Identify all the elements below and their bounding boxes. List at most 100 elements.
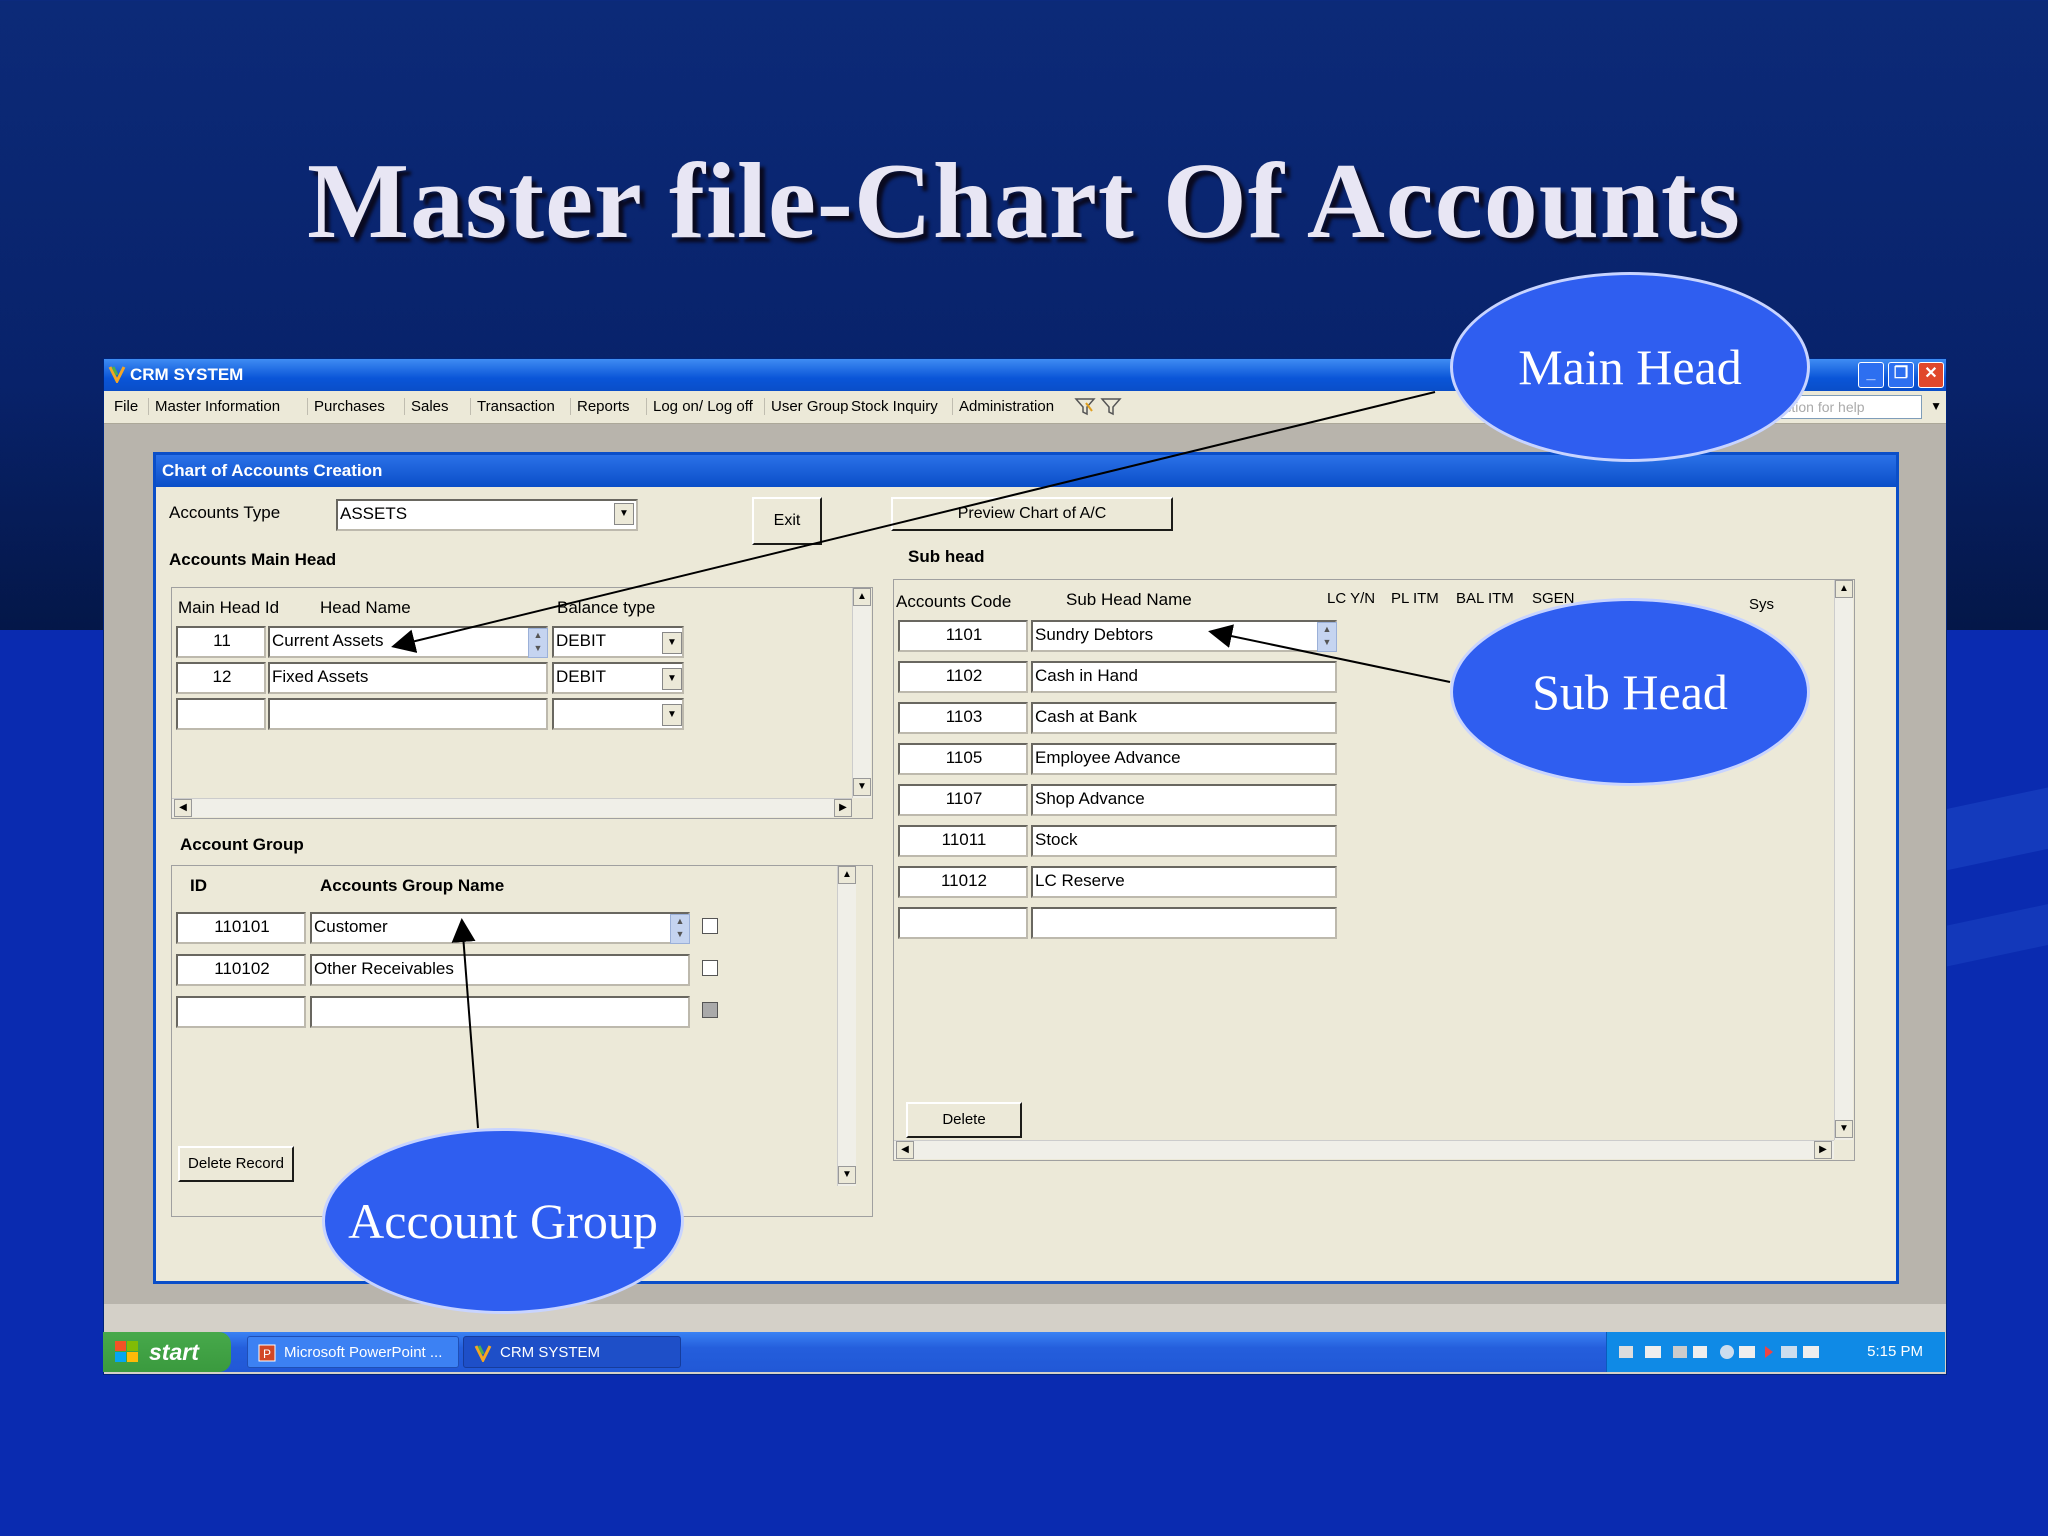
scroll-down-icon[interactable]: ▼ — [1835, 1120, 1853, 1138]
start-label: start — [149, 1339, 199, 1365]
sub-head-hscrollbar[interactable]: ◀ ▶ — [894, 1140, 1834, 1159]
account-group-vscrollbar[interactable]: ▲ ▼ — [837, 866, 856, 1186]
menu-administration[interactable]: Administration — [952, 398, 1060, 415]
scroll-left-icon[interactable]: ◀ — [896, 1141, 914, 1159]
tray-icons[interactable] — [1619, 1343, 1839, 1361]
col-sub-head-name: Sub Head Name — [1066, 590, 1192, 609]
menu-master-information[interactable]: Master Information — [148, 398, 286, 415]
sub-head-name-field[interactable]: LC Reserve — [1031, 866, 1337, 898]
svg-text:P: P — [263, 1347, 271, 1361]
sub-head-arrow — [1208, 624, 1451, 683]
accounts-type-select[interactable]: ASSETS — [336, 499, 638, 531]
taskbar-item-label: Microsoft PowerPoint ... — [284, 1344, 443, 1361]
accounts-code-field[interactable]: 1107 — [898, 784, 1028, 816]
accounts-code-field[interactable] — [898, 907, 1028, 939]
system-tray: 5:15 PM — [1606, 1332, 1945, 1372]
scroll-up-icon[interactable]: ▲ — [838, 866, 856, 884]
main-head-id-field[interactable]: 11 — [176, 626, 266, 658]
main-head-id-field[interactable] — [176, 698, 266, 730]
spinner[interactable]: ▲▼ — [670, 914, 690, 944]
restore-button[interactable]: ❐ — [1888, 362, 1914, 388]
delete-record-button[interactable]: Delete Record — [178, 1146, 294, 1182]
minimize-button[interactable]: _ — [1858, 362, 1884, 388]
chevron-down-icon[interactable]: ▼ — [614, 503, 634, 525]
main-head-arrow — [391, 391, 1436, 653]
app-icon — [474, 1345, 492, 1362]
scroll-left-icon[interactable]: ◀ — [174, 799, 192, 817]
accounts-code-field[interactable]: 1102 — [898, 661, 1028, 693]
chevron-down-icon[interactable]: ▼ — [662, 704, 682, 726]
taskbar-item-powerpoint[interactable]: P Microsoft PowerPoint ... — [247, 1336, 459, 1368]
col-main-head-id: Main Head Id — [178, 598, 280, 617]
account-group-grid: ID Accounts Group Name 110101 Customer ▲… — [171, 865, 873, 1217]
main-head-vscrollbar[interactable]: ▲ ▼ — [852, 588, 871, 798]
scroll-down-icon[interactable]: ▼ — [838, 1166, 856, 1184]
group-checkbox[interactable] — [702, 918, 718, 934]
main-head-id-field[interactable]: 12 — [176, 662, 266, 694]
scroll-right-icon[interactable]: ▶ — [1814, 1141, 1832, 1159]
callout-account-group: Account Group — [322, 1128, 684, 1314]
menu-user-group[interactable]: User Group — [764, 398, 855, 415]
spinner[interactable]: ▲▼ — [1317, 622, 1337, 652]
col-pl-itm: PL ITM — [1391, 590, 1439, 607]
group-name-field[interactable] — [310, 996, 690, 1028]
filter-icon[interactable] — [1074, 397, 1124, 417]
accounts-code-field[interactable]: 1101 — [898, 620, 1028, 652]
delete-button[interactable]: Delete — [906, 1102, 1022, 1138]
sub-head-name-field[interactable]: Cash at Bank — [1031, 702, 1337, 734]
chart-of-accounts-form: Chart of Accounts Creation Accounts Type… — [153, 452, 1899, 1284]
menu-reports[interactable]: Reports — [570, 398, 636, 415]
taskbar-item-label: CRM SYSTEM — [500, 1344, 601, 1361]
scroll-down-icon[interactable]: ▼ — [853, 778, 871, 796]
close-button[interactable]: ✕ — [1918, 362, 1944, 388]
sub-head-name-field[interactable]: Cash in Hand — [1031, 661, 1337, 693]
accounts-code-field[interactable]: 11012 — [898, 866, 1028, 898]
menu-stock-inquiry[interactable]: Stock Inquiry — [851, 398, 938, 415]
account-group-section-title: Account Group — [180, 835, 304, 854]
menu-sales[interactable]: Sales — [404, 398, 455, 415]
start-button[interactable]: start — [103, 1332, 231, 1372]
menu-purchases[interactable]: Purchases — [307, 398, 391, 415]
group-checkbox[interactable] — [702, 960, 718, 976]
accounts-code-field[interactable]: 1103 — [898, 702, 1028, 734]
menu-transaction[interactable]: Transaction — [470, 398, 561, 415]
col-group-name: Accounts Group Name — [320, 876, 505, 895]
spinner[interactable]: ▲▼ — [528, 628, 548, 658]
exit-button[interactable]: Exit — [752, 497, 822, 545]
taskbar: start P Microsoft PowerPoint ... CRM SYS… — [103, 1332, 1945, 1372]
col-head-name: Head Name — [320, 598, 411, 617]
windows-logo-icon — [115, 1341, 138, 1362]
sub-head-section-title: Sub head — [908, 547, 985, 566]
chevron-down-icon[interactable]: ▼ — [662, 668, 682, 690]
sub-head-name-field[interactable]: Stock — [1031, 825, 1337, 857]
sub-head-name-field[interactable] — [1031, 907, 1337, 939]
sub-head-name-field[interactable]: Shop Advance — [1031, 784, 1337, 816]
chevron-down-icon[interactable]: ▼ — [1930, 399, 1942, 413]
accounts-code-field[interactable]: 1105 — [898, 743, 1028, 775]
group-checkbox[interactable] — [702, 1002, 718, 1018]
head-name-field[interactable] — [268, 698, 548, 730]
group-id-field[interactable]: 110101 — [176, 912, 306, 944]
sub-head-name-field[interactable]: Employee Advance — [1031, 743, 1337, 775]
sub-head-vscrollbar[interactable]: ▲ ▼ — [1834, 580, 1853, 1140]
chevron-down-icon[interactable]: ▼ — [662, 632, 682, 654]
accounts-code-field[interactable]: 11011 — [898, 825, 1028, 857]
taskbar-item-crm-system[interactable]: CRM SYSTEM — [463, 1336, 681, 1368]
menu-log-on-off[interactable]: Log on/ Log off — [646, 398, 759, 415]
col-group-id: ID — [190, 876, 207, 895]
group-name-field[interactable]: Customer — [310, 912, 690, 944]
callout-sub-head: Sub Head — [1450, 598, 1810, 786]
powerpoint-icon: P — [258, 1344, 276, 1362]
main-head-hscrollbar[interactable]: ◀ ▶ — [172, 798, 852, 817]
col-sys: Sys — [1749, 596, 1775, 613]
group-id-field[interactable]: 110102 — [176, 954, 306, 986]
menu-file[interactable]: File — [114, 398, 139, 415]
scroll-up-icon[interactable]: ▲ — [1835, 580, 1853, 598]
main-head-grid: Main Head Id Head Name Balance type 11 C… — [171, 587, 873, 819]
group-id-field[interactable] — [176, 996, 306, 1028]
scroll-up-icon[interactable]: ▲ — [853, 588, 871, 606]
scroll-right-icon[interactable]: ▶ — [834, 799, 852, 817]
head-name-field[interactable]: Fixed Assets — [268, 662, 548, 694]
group-name-field[interactable]: Other Receivables — [310, 954, 690, 986]
